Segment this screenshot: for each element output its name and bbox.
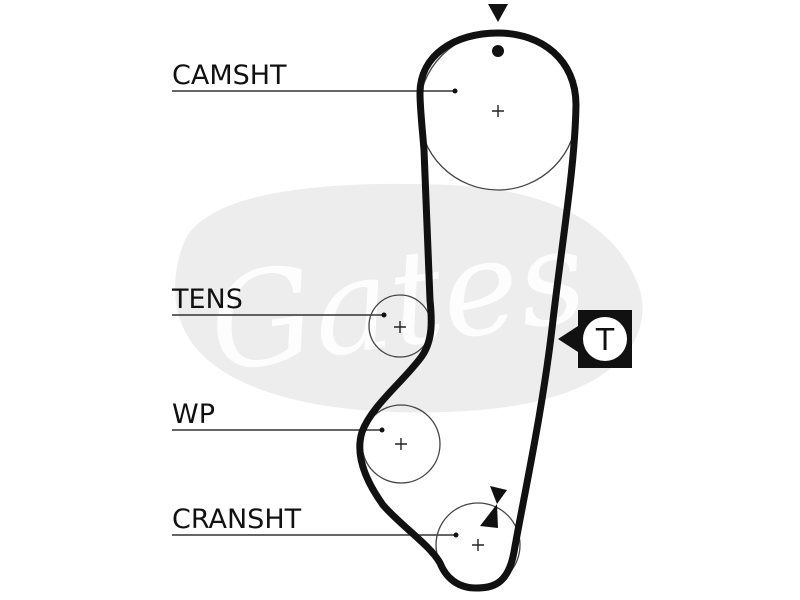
bowtie-marker-icon (480, 486, 507, 528)
gates-logo-watermark: Gates (175, 183, 643, 413)
pulley-centers (394, 105, 504, 551)
label-wp: WP (172, 399, 215, 430)
down-triangle-icon (488, 4, 508, 22)
tension-badge-letter: T (595, 323, 615, 358)
label-camsht: CAMSHT (172, 60, 287, 91)
watermark-oval (175, 183, 643, 413)
cransht-leader-dot (453, 532, 459, 538)
camsht-leader-dot (452, 88, 458, 94)
water-pump-center-cross (395, 438, 407, 450)
crankshaft-center-cross (472, 539, 484, 551)
label-cransht: CRANSHT (172, 504, 302, 535)
tension-badge-circle (583, 317, 627, 361)
label-tens: TENS (171, 284, 243, 315)
label-leaders (172, 90, 456, 536)
tens-leader-dot (381, 312, 387, 318)
timing-belt (356, 29, 580, 592)
camshaft-timing-dot (492, 45, 504, 57)
tension-indicator-icon: T (558, 310, 632, 368)
tensioner-center-cross (394, 321, 406, 333)
camshaft-center-cross (492, 105, 504, 117)
wp-leader-dot (379, 427, 385, 433)
